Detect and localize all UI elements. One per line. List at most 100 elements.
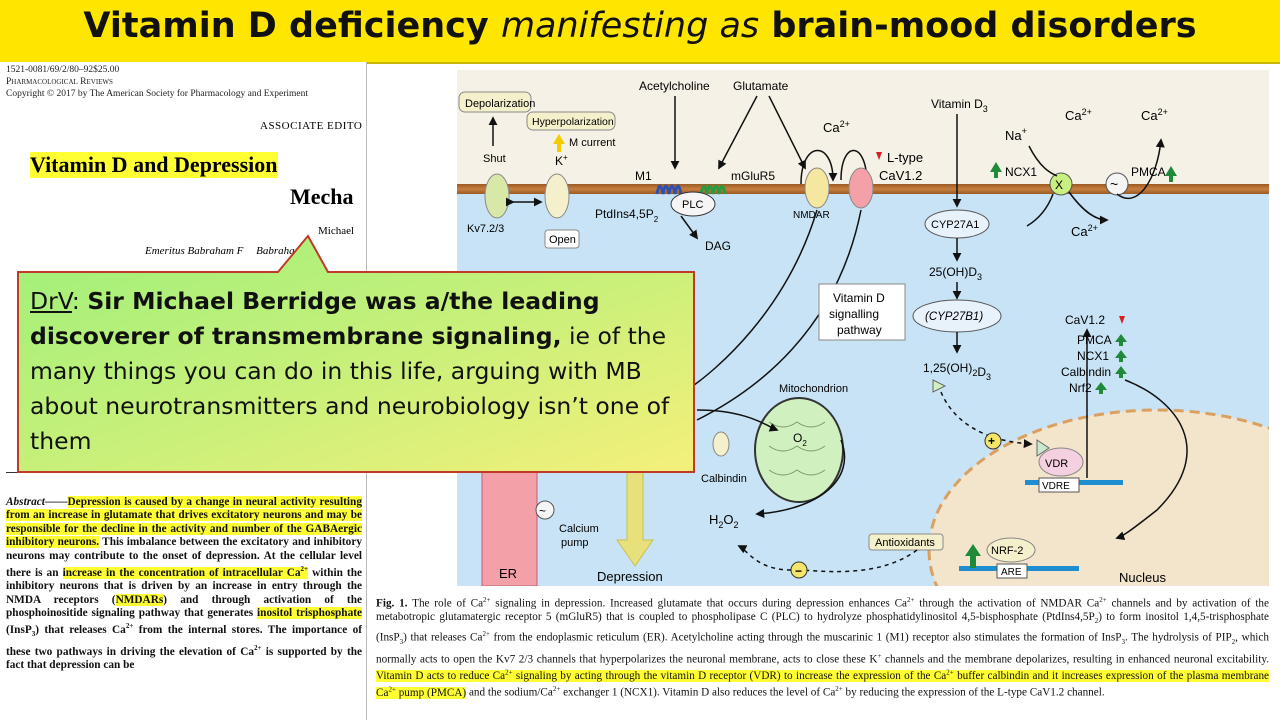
m1-label: M1: [635, 169, 652, 183]
caption-text-6: ) that releases Ca: [403, 632, 483, 645]
oh-d3-label: 25(OH)D3: [929, 265, 982, 282]
ca-nmdar-sup: 2+: [840, 119, 850, 129]
ca-bottom-label: Ca2+: [1071, 223, 1098, 239]
sup-2plus: 2+: [125, 622, 134, 631]
plus-circle-icon: [984, 432, 1002, 450]
caption-label: Fig. 1.: [376, 597, 408, 610]
abstract-text-2: within the inhibitory neurons that is dr…: [6, 566, 362, 606]
pathway-box: [818, 283, 906, 341]
sup-2plus: 2+: [254, 643, 262, 652]
caption-text-1: The role of Ca: [407, 597, 484, 610]
depression-label: Depression: [597, 569, 663, 584]
calbindin-shape: [712, 431, 730, 457]
tilde-label: ~: [1110, 176, 1118, 192]
pump-tilde-label: ~: [539, 504, 546, 518]
vitamin-d3-sub: 3: [983, 104, 988, 114]
drv-callout: [17, 234, 695, 473]
mitochondrion-label: Mitochondrion: [779, 383, 848, 395]
ca-pmca-sup: 2+: [1158, 107, 1168, 117]
abstract-highlight-4: inositol trisphosphate: [257, 607, 362, 620]
oh-d3-label-text: 25(OH)D: [929, 265, 977, 279]
list-calbindin-label: Calbindin: [1061, 365, 1111, 379]
nrf2-label: NRF-2: [991, 545, 1023, 557]
plus-circle-label: +: [988, 434, 995, 448]
er-label: ER: [499, 566, 517, 581]
sup-2plus: 2+: [300, 565, 309, 574]
caption-text-2: signaling in depression. Increased gluta…: [490, 597, 908, 610]
up-arrow-icon: [965, 544, 981, 568]
ltype-channel: [848, 167, 874, 209]
paper-affiliation: Emeritus Babraham F Babraha: [145, 245, 295, 257]
ltype-label: L-type: [887, 150, 923, 165]
caption-hl-4: pump (PMCA): [395, 687, 467, 700]
caption-sup: 2+: [388, 685, 396, 694]
abstract-text-6: from the internal stores. The importance…: [6, 624, 362, 658]
issn-line: 1521-0081/69/2/80–92$25.00: [6, 65, 120, 75]
abstract-text-5: ) that releases Ca: [35, 624, 126, 637]
minus-circle-label: −: [795, 564, 802, 578]
antioxidants-box: [868, 533, 944, 551]
ca-nmdar-label: Ca2+: [823, 119, 850, 135]
list-ncx1-label: NCX1: [1077, 349, 1109, 363]
kv7-open-channel: [544, 173, 570, 219]
oh2-d3-sub3: 3: [986, 372, 991, 382]
k-label: K+: [555, 153, 568, 168]
caption-sub: 2: [1231, 638, 1236, 647]
h2o2-label: H2O2: [709, 512, 739, 530]
exchanger-out-arrow: [1026, 193, 1054, 227]
up-arrow-icon: [1165, 166, 1177, 182]
list-cav-label: CaV1.2: [1065, 313, 1105, 327]
caption-text-7: from the endoplasmic reticulum (ER). Ace…: [489, 632, 1122, 645]
calcium-signaling-diagram: Nucleus ER Depression Acetylcholine Glut…: [457, 70, 1269, 586]
paper-title-line1: Vitamin D and Depression: [30, 152, 278, 178]
ca-entry-arrow-1: [800, 149, 838, 185]
ca-exchanger-label-text: Ca: [1065, 108, 1082, 123]
kv723-label: Kv7.2/3: [467, 223, 504, 235]
ptdins-label: PtdIns4,5P2: [595, 207, 659, 224]
caption-sup: 2+: [835, 685, 843, 694]
ca-nmdar-label-text: Ca: [823, 120, 840, 135]
nrf2-shape: [986, 537, 1036, 563]
mitochondrion-shape: [754, 397, 844, 503]
ca-exchanger-sup: 2+: [1082, 107, 1092, 117]
caption-text-13: by reducing the expression of the L-type…: [842, 687, 1105, 700]
caption-hl-2: signaling by acting through the vitamin …: [512, 670, 947, 683]
down-arrow-icon: [1119, 316, 1125, 324]
ca-bottom-label-text: Ca: [1071, 224, 1088, 239]
calcium-pump-label-2: pump: [561, 537, 589, 549]
vdr-label: VDR: [1045, 458, 1068, 470]
depolarization-box: [458, 91, 532, 113]
hyperpolarization-label: Hyperpolarization: [532, 116, 614, 128]
glutamate-label: Glutamate: [733, 79, 789, 93]
depolarization-label: Depolarization: [465, 98, 535, 110]
vdre-label: VDRE: [1042, 481, 1070, 492]
hyperpolarization-box: [526, 111, 616, 131]
section-label: ASSOCIATE EDITO: [260, 120, 363, 132]
calcitriol-to-vdr-arrow: [940, 391, 1033, 449]
pathway-label-2: signalling: [829, 307, 879, 321]
k-label-text: K: [555, 154, 563, 168]
up-arrow-icon: [1115, 366, 1127, 378]
cav12-label: CaV1.2: [879, 168, 922, 183]
caption-sup: 2+: [482, 630, 490, 639]
up-arrow-icon: [1115, 350, 1127, 362]
plc-label: PLC: [682, 199, 703, 211]
ca-exchanger-label: Ca2+: [1065, 107, 1092, 123]
up-arrow-icon: [1115, 334, 1127, 346]
calbindin-label: Calbindin: [701, 473, 747, 485]
cyp27a1-label: CYP27A1: [931, 219, 979, 231]
exchanger-x-icon: [1049, 172, 1073, 196]
abstract-highlight-2-text: increase in the concentration of intrace…: [62, 566, 301, 579]
na-sup: +: [1022, 126, 1027, 136]
plus-sup: +: [563, 153, 568, 162]
title-part3: brain-mood disorders: [759, 6, 1197, 46]
are-label: ARE: [1001, 567, 1022, 578]
nucleus-label: Nucleus: [1119, 570, 1166, 585]
caption-text-12: exchanger 1 (NCX1). Vitamin D also reduc…: [560, 687, 836, 700]
na-arrow: [1028, 145, 1058, 177]
pmca-arrow: [1116, 138, 1165, 200]
m-current-label: M current: [569, 137, 615, 149]
callout-text: DrV: Sir Michael Berridge was a/the lead…: [30, 284, 680, 459]
caption-text-8: . The hydrolysis of PIP: [1124, 632, 1232, 645]
